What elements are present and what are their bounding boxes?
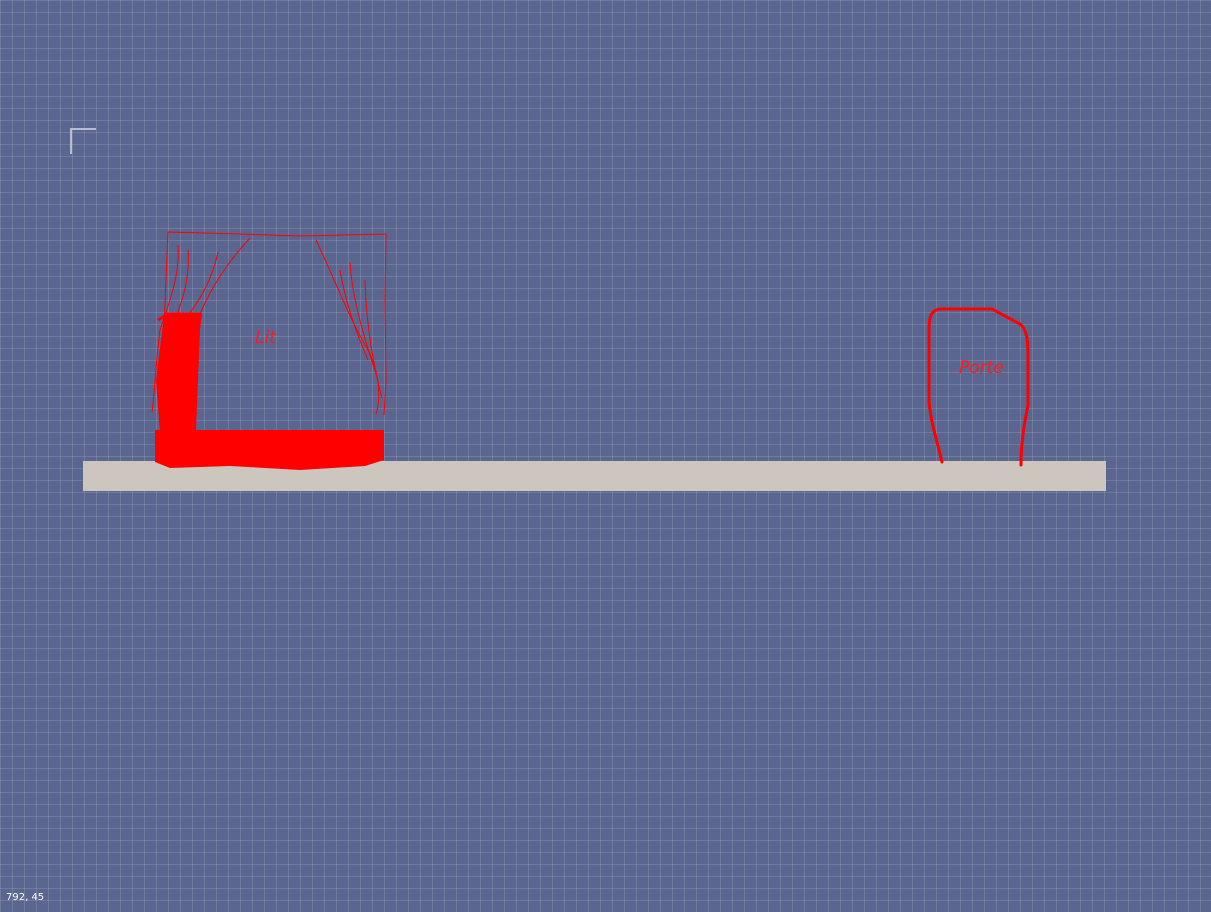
bed-label: Lit <box>255 328 276 348</box>
canvas-origin-marker <box>70 128 96 154</box>
canopy-bed-sketch[interactable] <box>151 231 387 470</box>
door-sketch[interactable] <box>927 307 1030 467</box>
door-label: Porte <box>959 358 1004 378</box>
cursor-coordinates: 792, 45 <box>6 892 45 903</box>
